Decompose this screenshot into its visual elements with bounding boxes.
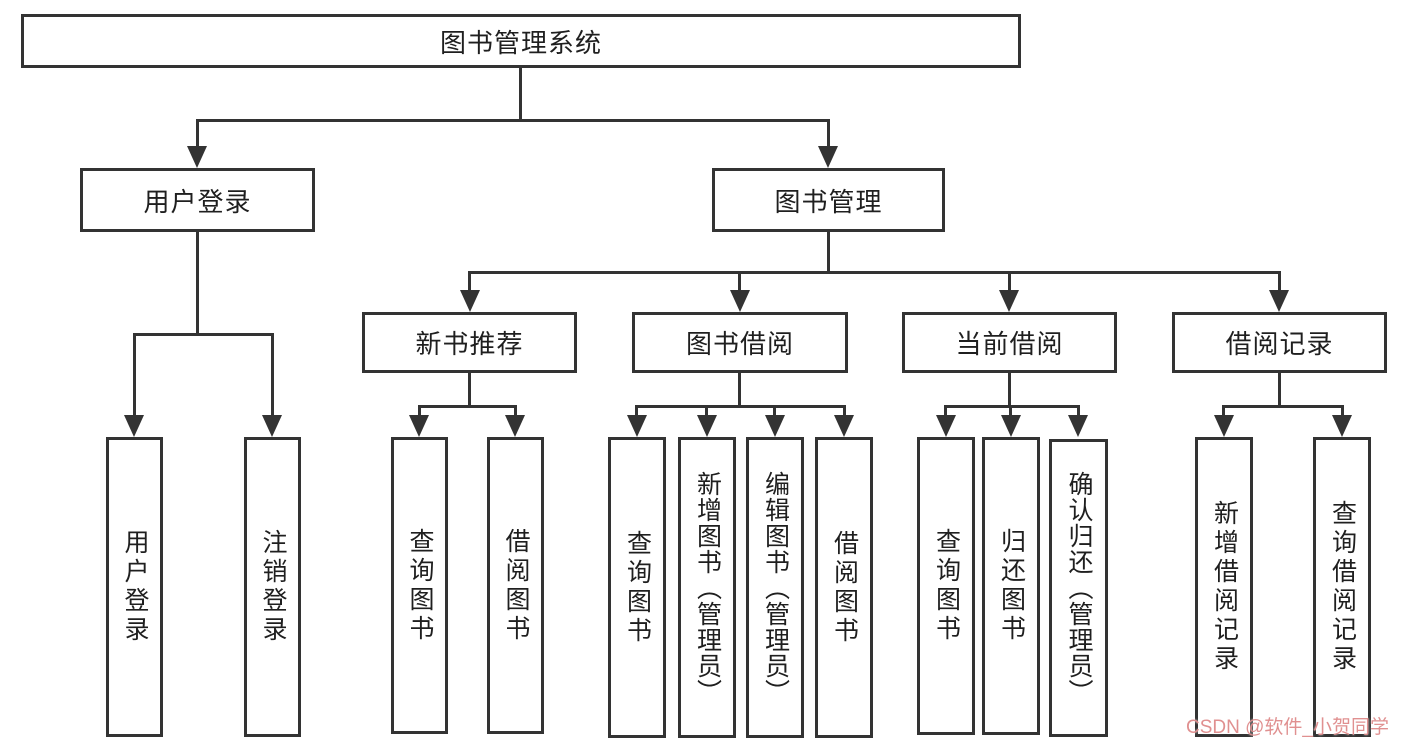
node-book-borrow-label: 图书借阅: [685, 329, 794, 359]
leaf-logout: 注销登录: [244, 437, 301, 737]
arrow-down-icon: [1269, 290, 1289, 312]
node-current-borrow: 当前借阅: [902, 312, 1117, 373]
arrow-down-icon: [262, 415, 282, 437]
connector-drop: [635, 408, 638, 417]
arrow-down-icon: [818, 146, 838, 168]
node-root-system-label: 图书管理系统: [439, 27, 602, 58]
leaf-records-query-record-label: 查询借阅记录: [1328, 500, 1357, 674]
connector-recommend-stem: [468, 373, 471, 408]
leaf-borrow-edit-books-admin: 编辑图书（管理员）: [746, 437, 804, 738]
connector-book-mgmt-rail: [468, 271, 1281, 274]
connector-drop: [1341, 408, 1344, 417]
leaf-recommend-query-books-label: 查询图书: [406, 527, 434, 644]
node-current-borrow-label: 当前借阅: [955, 329, 1064, 359]
connector-drop: [843, 408, 846, 417]
connector-drop-book-mgmt: [827, 121, 830, 148]
connector-drop: [773, 408, 776, 417]
arrow-down-icon: [187, 146, 207, 168]
connector-drop-current-borrow: [1008, 273, 1011, 292]
leaf-borrow-query-books-label: 查询图书: [623, 529, 652, 646]
leaf-user-login: 用户登录: [106, 437, 163, 737]
connector-book-mgmt-stem: [827, 232, 830, 273]
connector-book-borrow-group-stem: [738, 373, 741, 408]
arrow-down-icon: [505, 415, 525, 437]
arrow-down-icon: [1214, 415, 1234, 437]
leaf-borrow-query-books: 查询图书: [608, 437, 666, 738]
leaf-current-return-books: 归还图书: [982, 437, 1040, 735]
leaf-current-query-books-label: 查询图书: [932, 528, 961, 644]
connector-drop-new-books: [468, 273, 471, 292]
leaf-recommend-borrow-books-label: 借阅图书: [502, 527, 530, 644]
connector-book-borrow-rail: [635, 405, 846, 408]
arrow-down-icon: [697, 415, 717, 437]
leaf-current-confirm-return-admin-label: 确认归还（管理员）: [1065, 471, 1093, 705]
connector-drop: [418, 408, 421, 417]
connector-drop-leaf-logout: [271, 336, 274, 417]
arrow-down-icon: [834, 415, 854, 437]
leaf-current-return-books-label: 归还图书: [997, 528, 1026, 644]
arrow-down-icon: [730, 290, 750, 312]
leaf-records-add-record: 新增借阅记录: [1195, 437, 1253, 737]
connector-root-rail: [196, 119, 830, 122]
connector-drop-borrow-records: [1278, 273, 1281, 292]
leaf-records-query-record: 查询借阅记录: [1313, 437, 1371, 737]
arrow-down-icon: [409, 415, 429, 437]
node-new-book-recommend-label: 新书推荐: [415, 329, 524, 359]
arrow-down-icon: [124, 415, 144, 437]
connector-root-stem: [519, 67, 522, 121]
leaf-records-add-record-label: 新增借阅记录: [1210, 500, 1239, 674]
connector-drop: [705, 408, 708, 417]
arrow-down-icon: [936, 415, 956, 437]
node-root-system: 图书管理系统: [21, 14, 1021, 68]
connector-drop-user-login: [196, 121, 199, 148]
connector-user-login-stem: [196, 232, 199, 336]
connector-drop: [1077, 408, 1080, 417]
leaf-borrow-edit-books-admin-label: 编辑图书（管理员）: [761, 470, 790, 705]
leaf-borrow-add-books-admin: 新增图书（管理员）: [678, 437, 736, 738]
node-book-management: 图书管理: [712, 168, 945, 232]
leaf-recommend-borrow-books: 借阅图书: [487, 437, 544, 734]
leaf-borrow-borrow-books-label: 借阅图书: [830, 529, 859, 646]
csdn-watermark-text: CSDN @软件_小贺同学: [1186, 717, 1389, 738]
arrow-down-icon: [765, 415, 785, 437]
arrow-down-icon: [1001, 415, 1021, 437]
arrow-down-icon: [999, 290, 1019, 312]
arrow-down-icon: [1332, 415, 1352, 437]
connector-borrow-records-stem: [1278, 373, 1281, 408]
leaf-borrow-add-books-admin-label: 新增图书（管理员）: [693, 470, 722, 705]
node-user-login: 用户登录: [80, 168, 315, 232]
node-user-login-label: 用户登录: [143, 186, 252, 217]
connector-current-borrow-stem: [1008, 373, 1011, 408]
arrow-down-icon: [460, 290, 480, 312]
node-borrow-records: 借阅记录: [1172, 312, 1387, 373]
connector-user-login-rail: [133, 333, 274, 336]
leaf-logout-label: 注销登录: [259, 529, 287, 645]
node-book-borrow: 图书借阅: [632, 312, 848, 373]
node-borrow-records-label: 借阅记录: [1225, 329, 1334, 359]
leaf-current-query-books: 查询图书: [917, 437, 975, 735]
connector-current-borrow-rail: [944, 405, 1080, 408]
node-new-book-recommend: 新书推荐: [362, 312, 577, 373]
csdn-watermark: CSDN @软件_小贺同学: [1186, 712, 1389, 739]
connector-recommend-rail: [418, 405, 517, 408]
node-book-management-label: 图书管理: [774, 186, 883, 217]
connector-drop: [514, 408, 517, 417]
leaf-user-login-label: 用户登录: [121, 529, 149, 645]
connector-drop-book-borrow: [738, 273, 741, 292]
arrow-down-icon: [627, 415, 647, 437]
leaf-borrow-borrow-books: 借阅图书: [815, 437, 873, 738]
connector-drop: [1222, 408, 1225, 417]
leaf-recommend-query-books: 查询图书: [391, 437, 448, 734]
connector-drop-leaf-login: [133, 336, 136, 417]
arrow-down-icon: [1068, 415, 1088, 437]
leaf-current-confirm-return-admin: 确认归还（管理员）: [1049, 439, 1108, 737]
connector-drop: [944, 408, 947, 417]
connector-drop: [1009, 408, 1012, 417]
connector-borrow-records-rail: [1222, 405, 1344, 408]
